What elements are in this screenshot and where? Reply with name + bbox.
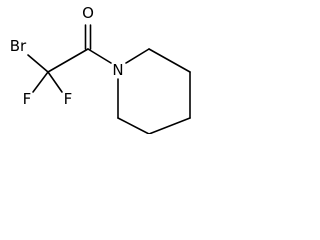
c-br-bond (27, 54, 49, 73)
c-f-left-bond (32, 71, 49, 93)
c-n-bond (87, 48, 112, 64)
c-f-right-bond (47, 71, 63, 93)
chemical-structure: O Br N F F (10, 4, 191, 134)
fluorine-right-label: F (64, 90, 73, 108)
ring-bond-n-top (125, 48, 150, 64)
bromine-label: Br (10, 37, 27, 55)
ring-bond-bottom-right (148, 117, 191, 134)
fluorine-left-label: F (23, 90, 32, 108)
nitrogen-label: N (112, 61, 123, 79)
ring-bond-bottom-left (117, 117, 150, 134)
c-c-bond (47, 48, 89, 73)
oxygen-label: O (82, 4, 94, 22)
ring-bond-top (148, 48, 191, 73)
